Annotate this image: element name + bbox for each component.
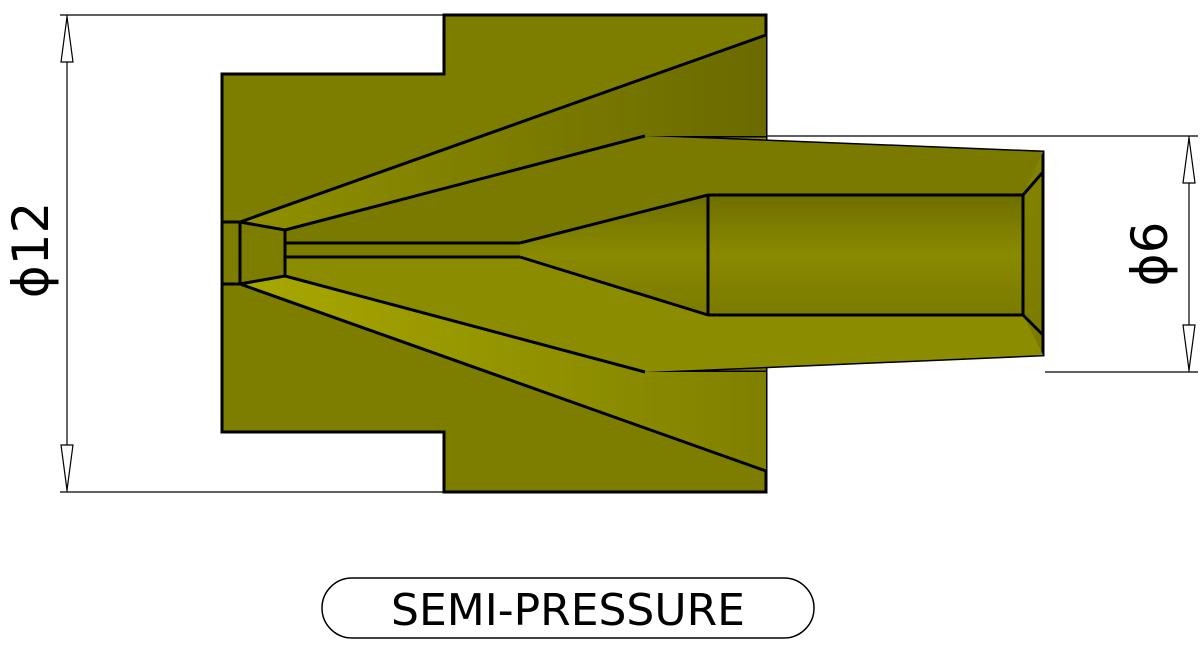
edge-lines <box>222 33 1045 473</box>
tip-diameter-label: ϕ6 <box>1121 222 1179 287</box>
outer-cone-top <box>240 35 766 230</box>
label-balloon <box>321 577 815 639</box>
type-label: SEMI-PRESSURE <box>391 585 745 636</box>
inner-cone-top <box>285 136 1043 243</box>
tip-diameter-dimension <box>766 135 1198 373</box>
outer-diameter-dimension <box>60 14 444 493</box>
inner-cone-bottom <box>285 257 1043 372</box>
outer-diameter-label: ϕ12 <box>2 202 60 299</box>
bore-channel <box>520 195 1023 315</box>
outer-cone-bottom <box>240 276 766 471</box>
